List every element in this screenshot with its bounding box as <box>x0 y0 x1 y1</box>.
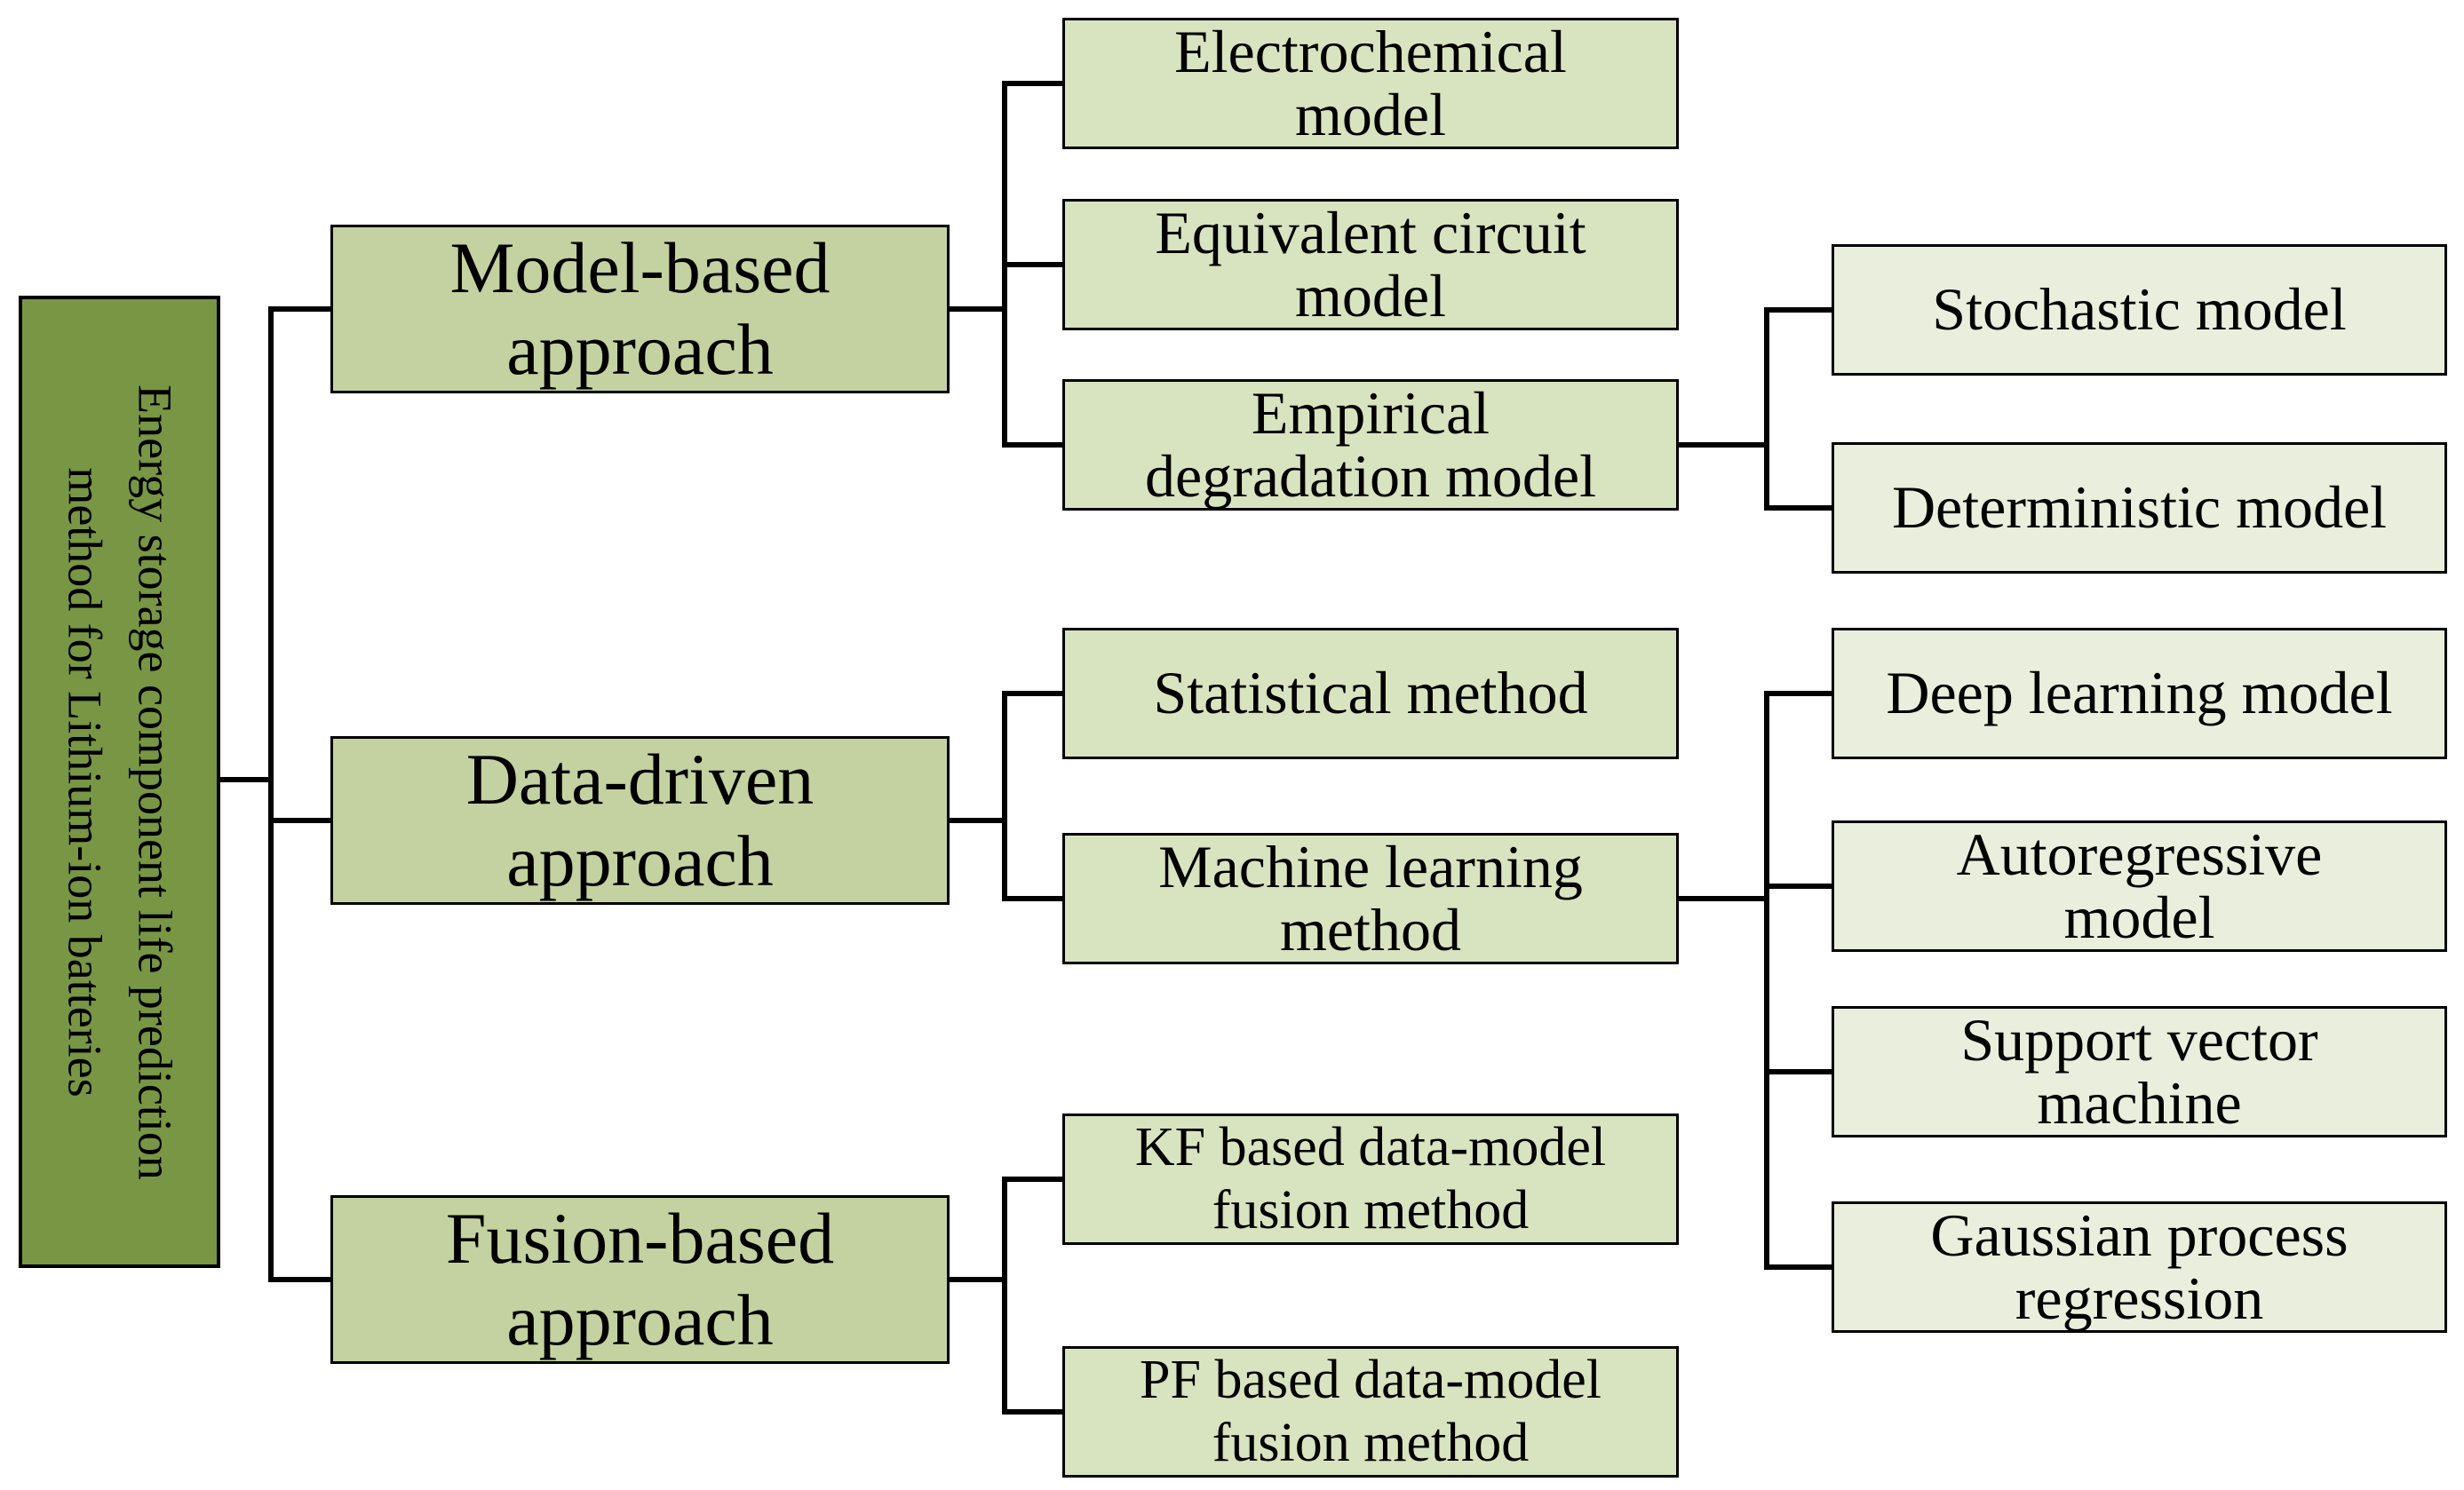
connector-branch-model-based <box>274 306 330 312</box>
connector-branch-fusion-based <box>274 1277 330 1282</box>
connector-branch-kf-fusion <box>1007 1177 1062 1182</box>
node-fusion-based-approach: Fusion-based approach <box>330 1195 950 1364</box>
connector-trunk-empirical-children <box>1764 307 1769 511</box>
connector-model-based-stub <box>950 306 1007 312</box>
connector-branch-electrochemical <box>1007 81 1062 86</box>
connector-data-driven-stub <box>950 818 1007 823</box>
connector-branch-deep-learning <box>1769 691 1832 696</box>
connector-branch-machine-learning <box>1007 896 1062 901</box>
node-empirical-degradation-model: Empirical degradation model <box>1062 379 1679 511</box>
connector-trunk-data-children <box>1002 691 1007 901</box>
node-gaussian-process-regression: Gaussian process regression <box>1832 1201 2447 1333</box>
node-support-vector-machine: Support vector machine <box>1832 1006 2447 1137</box>
connector-branch-equivalent-circuit <box>1007 262 1062 267</box>
connector-branch-statistical <box>1007 691 1062 696</box>
connector-branch-deterministic <box>1769 505 1832 511</box>
connector-fusion-based-stub <box>950 1277 1007 1282</box>
connector-branch-gaussian <box>1769 1264 1832 1270</box>
node-deep-learning-model: Deep learning model <box>1832 628 2447 759</box>
connector-trunk-level1 <box>268 306 274 1282</box>
node-model-based-approach: Model-based approach <box>330 225 950 393</box>
node-root-energy-storage: Energy storage component life prediction… <box>19 296 220 1268</box>
connector-branch-data-driven <box>274 818 330 823</box>
node-equivalent-circuit-model: Equivalent circuit model <box>1062 199 1679 330</box>
node-stochastic-model: Stochastic model <box>1832 244 2447 376</box>
connector-branch-autoregressive <box>1769 884 1832 889</box>
connector-root-stub <box>220 777 274 782</box>
node-statistical-method: Statistical method <box>1062 628 1679 759</box>
connector-machine-learning-stub <box>1679 896 1769 901</box>
connector-branch-pf-fusion <box>1007 1409 1062 1415</box>
connector-trunk-model-children <box>1002 81 1007 448</box>
node-root-label: Energy storage component life prediction… <box>58 384 181 1180</box>
node-autoregressive-model: Autoregressive model <box>1832 820 2447 952</box>
connector-trunk-ml-children <box>1764 691 1769 1270</box>
connector-branch-empirical <box>1007 442 1062 448</box>
node-deterministic-model: Deterministic model <box>1832 442 2447 574</box>
node-electrochemical-model: Electrochemical model <box>1062 18 1679 149</box>
connector-trunk-fusion-children <box>1002 1177 1007 1415</box>
connector-branch-stochastic <box>1769 307 1832 313</box>
connector-branch-support-vector <box>1769 1069 1832 1074</box>
connector-empirical-stub <box>1679 442 1769 448</box>
node-data-driven-approach: Data-driven approach <box>330 736 950 905</box>
node-pf-fusion-method: PF based data-model fusion method <box>1062 1346 1679 1478</box>
node-kf-fusion-method: KF based data-model fusion method <box>1062 1114 1679 1245</box>
node-machine-learning-method: Machine learning method <box>1062 833 1679 964</box>
